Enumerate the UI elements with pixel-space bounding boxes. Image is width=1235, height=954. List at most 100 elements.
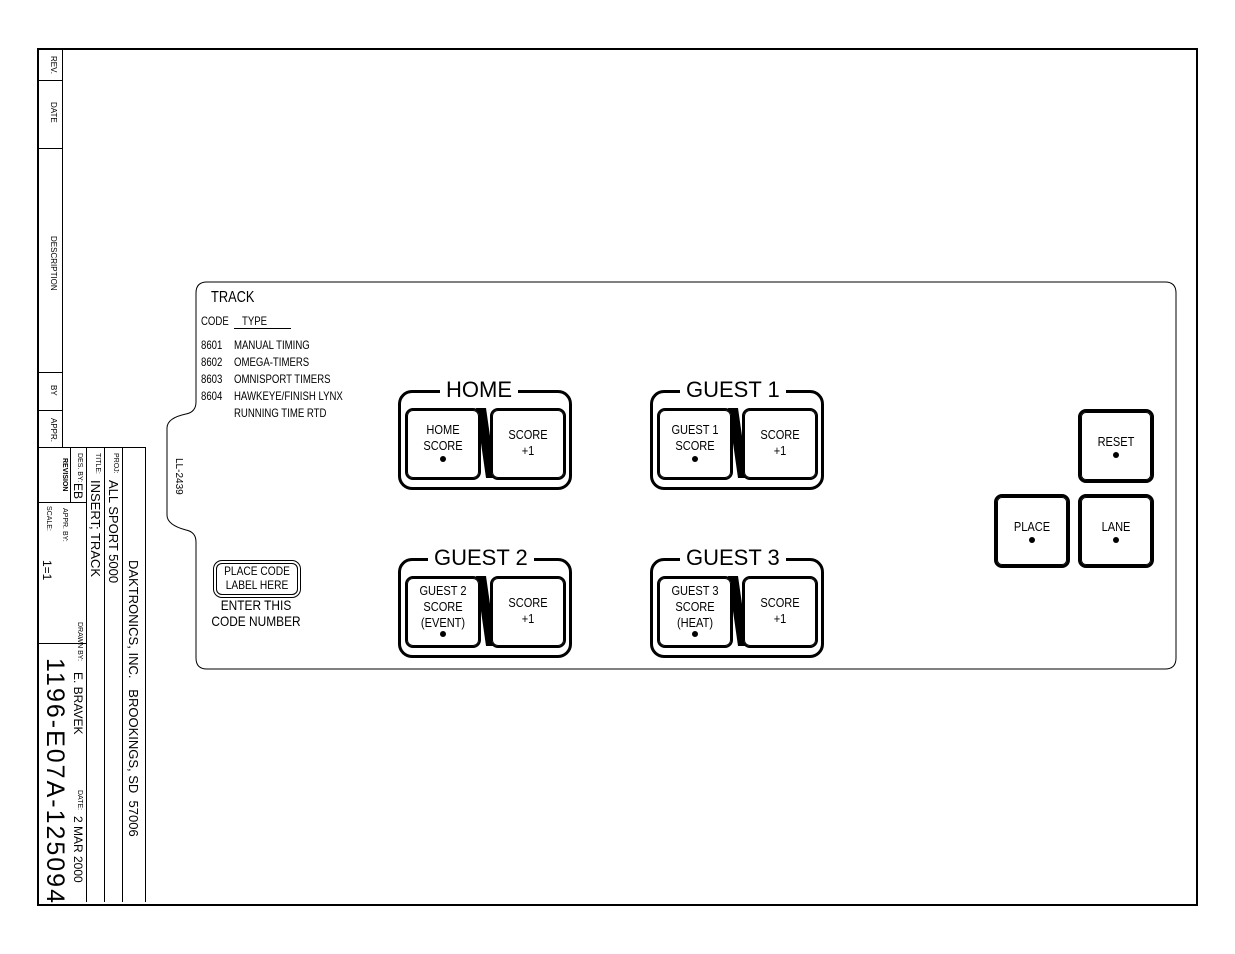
- guest1-score-label-line2: SCORE: [675, 438, 715, 453]
- code-row: 8601 MANUAL TIMING: [201, 337, 310, 354]
- guest2-group-title: GUEST 2: [428, 546, 534, 570]
- reset-button[interactable]: RESET: [1078, 409, 1154, 483]
- score-plus-label-line1: SCORE: [508, 595, 548, 610]
- indicator-dot-icon: [1029, 537, 1035, 543]
- revision-column-divider: [62, 48, 63, 448]
- insert-outline: [166, 281, 1177, 670]
- score-plus-label-line1: SCORE: [508, 427, 548, 442]
- guest1-group-title: GUEST 1: [680, 378, 786, 402]
- company-name: DAKTRONICS, INC. BROOKINGS, SD 57006: [126, 560, 141, 837]
- type-value: OMNISPORT TIMERS: [234, 372, 331, 386]
- code-row: 8603 OMNISPORT TIMERS: [201, 371, 331, 388]
- appr-label: APPR.: [49, 418, 58, 443]
- drawing-number: 1196-E07A-125094: [41, 658, 69, 905]
- description-label: DESCRIPTION: [49, 236, 58, 291]
- guest3-score-heat-button[interactable]: GUEST 3 SCORE (HEAT): [657, 576, 733, 648]
- home-score-button[interactable]: HOME SCORE: [405, 408, 481, 480]
- indicator-dot-icon: [692, 631, 698, 637]
- code-column-header: CODE: [201, 314, 229, 328]
- score-plus-label-line2: +1: [773, 443, 787, 458]
- title-value: INSERT; TRACK: [88, 480, 103, 578]
- guest3-score-plus-one-button[interactable]: SCORE +1: [742, 576, 818, 648]
- appr-by-label: APPR. BY:: [61, 508, 68, 542]
- title-block-divider: [104, 447, 105, 902]
- drawing-border: [37, 48, 1198, 906]
- revision-row-divider: [37, 80, 63, 81]
- codes-table: 8601 MANUAL TIMING 8602 OMEGA-TIMERS 860…: [201, 337, 343, 422]
- drawn-by-label: DRAWN BY:: [76, 622, 83, 662]
- type-column-header: TYPE: [234, 314, 291, 329]
- reset-label: RESET: [1097, 434, 1135, 449]
- by-label: BY: [49, 385, 58, 396]
- title-block-divider: [37, 643, 86, 644]
- indicator-dot-icon: [440, 456, 446, 462]
- guest1-score-button[interactable]: GUEST 1 SCORE: [657, 408, 733, 480]
- home-score-plus-one-button[interactable]: SCORE +1: [490, 408, 566, 480]
- lane-button[interactable]: LANE: [1078, 494, 1154, 568]
- enter-code-text: ENTER THIS CODE NUMBER: [196, 597, 316, 629]
- drawn-by-value: E. BRAVEK: [71, 672, 85, 735]
- guest2-score-label-line3: (EVENT): [420, 615, 466, 630]
- home-score-label-line2: SCORE: [423, 438, 463, 453]
- code-label-line1: PLACE CODE: [224, 564, 290, 578]
- des-by-label: DES. BY:: [76, 453, 83, 483]
- part-number: LL-2439: [173, 458, 184, 495]
- guest1-score-label-line1: GUEST 1: [671, 422, 719, 437]
- lane-label: LANE: [1101, 519, 1131, 534]
- revision-block-bottom: [37, 447, 63, 448]
- code-row: RUNNING TIME RTD: [201, 405, 326, 422]
- title-block-right: [145, 447, 146, 902]
- code-row: 8602 OMEGA-TIMERS: [201, 354, 309, 371]
- date-label: DATE:: [76, 790, 83, 811]
- score-plus-label-line2: +1: [521, 611, 535, 626]
- title-block-divider: [86, 447, 87, 902]
- score-plus-label-line2: +1: [773, 611, 787, 626]
- score-plus-label-line1: SCORE: [760, 595, 800, 610]
- proj-value: ALL SPORT 5000: [106, 480, 121, 584]
- title-block-divider: [37, 502, 86, 503]
- place-label: PLACE: [1013, 519, 1051, 534]
- guest2-score-event-button[interactable]: GUEST 2 SCORE (EVENT): [405, 576, 481, 648]
- code-row: 8604 HAWKEYE/FINISH LYNX: [201, 388, 343, 405]
- guest2-score-label-line1: GUEST 2: [419, 583, 467, 598]
- revision-row-divider: [37, 148, 63, 149]
- code-value: 8604: [201, 389, 223, 403]
- code-label-box: PLACE CODE LABEL HERE: [216, 563, 298, 595]
- guest1-score-plus-one-button[interactable]: SCORE +1: [742, 408, 818, 480]
- revision-row-divider: [37, 410, 63, 411]
- des-by-value: EB: [71, 483, 85, 500]
- guest2-score-plus-one-button[interactable]: SCORE +1: [490, 576, 566, 648]
- guest2-score-label-line2: SCORE: [423, 599, 463, 614]
- place-button[interactable]: PLACE: [994, 494, 1070, 568]
- indicator-dot-icon: [692, 456, 698, 462]
- revision-label: REVISION: [61, 458, 68, 492]
- proj-label: PROJ:: [112, 453, 119, 474]
- indicator-dot-icon: [1113, 452, 1119, 458]
- code-value: 8602: [201, 355, 223, 369]
- home-group-title: HOME: [440, 378, 518, 402]
- home-score-label-line1: HOME: [426, 422, 460, 437]
- indicator-dot-icon: [440, 631, 446, 637]
- title-block-divider: [70, 447, 71, 502]
- code-value: 8601: [201, 338, 223, 352]
- scale-label: SCALE:: [45, 506, 52, 531]
- guest3-score-label-line2: SCORE: [675, 599, 715, 614]
- indicator-dot-icon: [1113, 537, 1119, 543]
- enter-code-line2: CODE NUMBER: [211, 613, 301, 629]
- title-label: TITLE:: [94, 453, 101, 475]
- date-label: DATE: [49, 102, 58, 123]
- code-label-line2: LABEL HERE: [225, 578, 289, 592]
- guest3-group-title: GUEST 3: [680, 546, 786, 570]
- rev-label: REV.: [49, 56, 58, 74]
- enter-code-line1: ENTER THIS: [220, 597, 292, 613]
- type-value: HAWKEYE/FINISH LYNX: [234, 389, 343, 403]
- type-value: RUNNING TIME RTD: [234, 406, 327, 420]
- type-value: MANUAL TIMING: [234, 338, 310, 352]
- scale-value: 1=1: [40, 560, 54, 581]
- date-value: 2 MAR 2000: [71, 816, 85, 883]
- code-value: 8603: [201, 372, 223, 386]
- type-value: OMEGA-TIMERS: [234, 355, 310, 369]
- guest3-score-label-line3: (HEAT): [676, 615, 714, 630]
- guest3-score-label-line1: GUEST 3: [671, 583, 719, 598]
- insert-heading: TRACK: [211, 289, 255, 306]
